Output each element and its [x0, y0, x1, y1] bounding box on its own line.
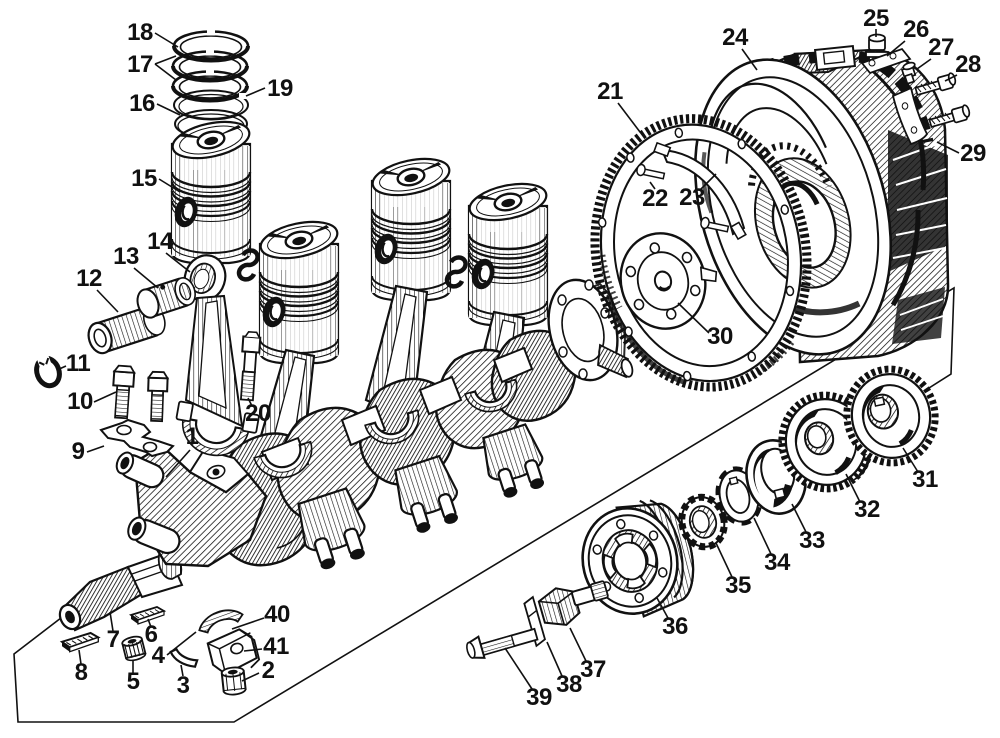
svg-text:13: 13: [113, 243, 139, 270]
svg-text:20: 20: [245, 400, 271, 427]
svg-text:8: 8: [75, 659, 88, 686]
svg-text:19: 19: [267, 75, 293, 102]
svg-text:17: 17: [127, 51, 153, 78]
svg-text:32: 32: [854, 496, 880, 523]
svg-text:26: 26: [903, 16, 929, 43]
svg-text:40: 40: [264, 601, 290, 628]
svg-text:25: 25: [863, 5, 889, 32]
svg-text:16: 16: [129, 90, 155, 117]
svg-text:6: 6: [145, 621, 158, 648]
svg-text:3: 3: [177, 672, 190, 699]
svg-text:30: 30: [707, 323, 733, 350]
svg-text:24: 24: [722, 24, 749, 51]
svg-text:4: 4: [152, 642, 166, 669]
svg-text:29: 29: [960, 140, 986, 167]
svg-text:11: 11: [66, 350, 91, 377]
svg-text:34: 34: [764, 549, 791, 576]
svg-text:21: 21: [597, 78, 623, 105]
svg-text:9: 9: [72, 438, 85, 465]
svg-text:28: 28: [955, 51, 981, 78]
svg-text:5: 5: [127, 668, 140, 695]
svg-text:27: 27: [928, 34, 954, 61]
svg-text:39: 39: [526, 684, 552, 711]
svg-text:22: 22: [642, 185, 668, 212]
svg-text:41: 41: [263, 633, 289, 660]
svg-text:37: 37: [580, 656, 606, 683]
svg-text:36: 36: [662, 613, 688, 640]
svg-text:10: 10: [67, 388, 93, 415]
svg-text:12: 12: [76, 265, 102, 292]
svg-text:38: 38: [556, 671, 582, 698]
svg-text:15: 15: [131, 165, 157, 192]
svg-text:7: 7: [107, 626, 120, 653]
svg-text:18: 18: [127, 19, 153, 46]
svg-text:35: 35: [725, 572, 751, 599]
svg-text:1: 1: [186, 423, 199, 450]
svg-text:14: 14: [147, 228, 174, 255]
svg-text:33: 33: [799, 527, 825, 554]
svg-text:2: 2: [262, 657, 275, 684]
